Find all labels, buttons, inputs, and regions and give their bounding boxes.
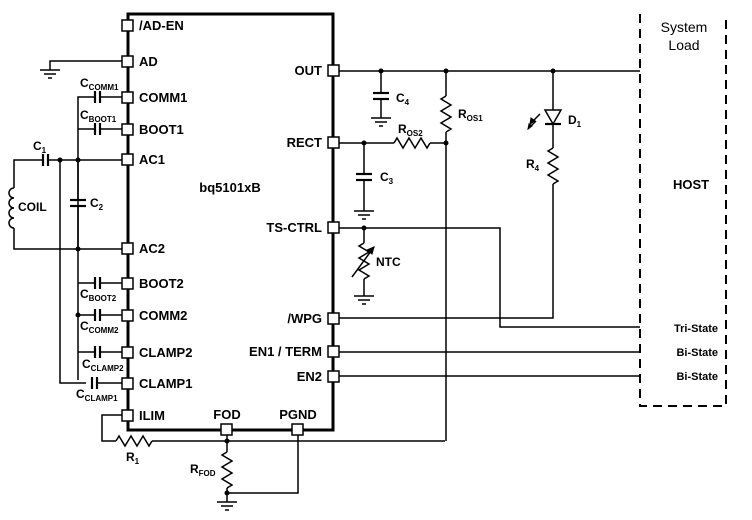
pin-label-clamp2: CLAMP2	[139, 345, 192, 360]
pin-label-ts-ctrl: TS-CTRL	[266, 220, 322, 235]
ts-ctrl-network	[339, 225, 640, 328]
pin-label-clamp1: CLAMP1	[139, 376, 192, 391]
pin-ilim	[121, 409, 134, 422]
label-c-clamp2: CCLAMP2	[82, 357, 124, 373]
pin-label-ac1: AC1	[139, 152, 165, 167]
pin-ad-en	[121, 19, 134, 32]
pin-label-boot2: BOOT2	[139, 276, 184, 291]
pin-ad	[121, 55, 134, 68]
pin-label-pgnd: PGND	[279, 407, 317, 422]
label-r-fod: RFOD	[190, 462, 216, 478]
enable-lines	[339, 351, 640, 377]
pin-label-ilim: ILIM	[139, 408, 165, 423]
label-c4: C4	[396, 91, 410, 107]
system-load: System Load HOST	[639, 14, 727, 407]
pin-label-fod: FOD	[213, 407, 240, 422]
label-c-boot1: CBOOT1	[80, 108, 117, 124]
pin-ac2	[121, 242, 134, 255]
pin-label-en1-term: EN1 / TERM	[249, 344, 322, 359]
label-c-comm2: CCOMM2	[80, 319, 119, 335]
label-r1: R1	[126, 450, 140, 466]
label-ntc: NTC	[376, 255, 401, 269]
bottom-pins: FOD PGND	[213, 407, 317, 436]
label-c3: C3	[380, 170, 394, 186]
pin-boot2	[121, 277, 134, 290]
pin-comm2	[121, 309, 134, 322]
left-pins: /AD-EN AD COMM1 BOOT1 AC1 AC2 BOOT2 COMM…	[121, 18, 192, 423]
rect-network	[339, 136, 446, 220]
signal-bi-state-en2: Bi-State	[676, 371, 718, 383]
pin-boot1	[121, 123, 134, 136]
label-c-comm1: CCOMM1	[80, 76, 119, 92]
pin-label-out: OUT	[295, 63, 323, 78]
ad-ground-symbol	[40, 60, 122, 79]
right-pins: OUT RECT TS-CTRL /WPG EN1 / TERM EN2	[249, 63, 340, 384]
pin-en1-term	[327, 345, 340, 358]
pin-label-comm2: COMM2	[139, 308, 187, 323]
pin-label-boot1: BOOT1	[139, 122, 184, 137]
pin-label-ad: AD	[139, 54, 158, 69]
host-label: HOST	[673, 177, 709, 192]
pin-out	[327, 64, 340, 77]
label-c-boot2: CBOOT2	[80, 287, 117, 303]
ic-name: bq5101xB	[199, 180, 260, 195]
label-c1: C1	[33, 139, 47, 155]
label-coil: COIL	[18, 200, 47, 214]
out-network	[339, 68, 640, 441]
pin-label-ac2: AC2	[139, 241, 165, 256]
pin-label-rect: RECT	[287, 135, 322, 150]
ilim-fod-network	[101, 414, 445, 511]
system-load-label-line1: System	[661, 19, 708, 35]
signal-bi-state-en1: Bi-State	[676, 347, 718, 359]
pin-label-ad-en: /AD-EN	[139, 18, 184, 33]
signal-tri-state: Tri-State	[674, 323, 718, 335]
system-load-label-line2: Load	[668, 37, 699, 53]
pin-rect	[327, 136, 340, 149]
pin-ac1	[121, 153, 134, 166]
pin-clamp2	[121, 346, 134, 359]
label-d1: D1	[568, 113, 582, 129]
label-r-os1: ROS1	[458, 107, 483, 123]
pin-fod	[220, 423, 233, 436]
pin-wpg	[327, 312, 340, 325]
pin-ts-ctrl	[327, 221, 340, 234]
label-r-os2: ROS2	[398, 122, 423, 138]
label-r4: R4	[526, 157, 540, 173]
boot2-network	[75, 277, 122, 389]
pin-pgnd	[291, 423, 304, 436]
pin-label-wpg: /WPG	[287, 311, 322, 326]
pin-label-comm1: COMM1	[139, 90, 187, 105]
resonant-tank	[8, 154, 122, 384]
pin-comm1	[121, 91, 134, 104]
label-c2: C2	[90, 196, 104, 212]
pin-label-en2: EN2	[297, 369, 322, 384]
pin-clamp1	[121, 377, 134, 390]
comm1-network	[77, 91, 122, 380]
label-c-clamp1: CCLAMP1	[76, 387, 118, 403]
pin-en2	[327, 370, 340, 383]
